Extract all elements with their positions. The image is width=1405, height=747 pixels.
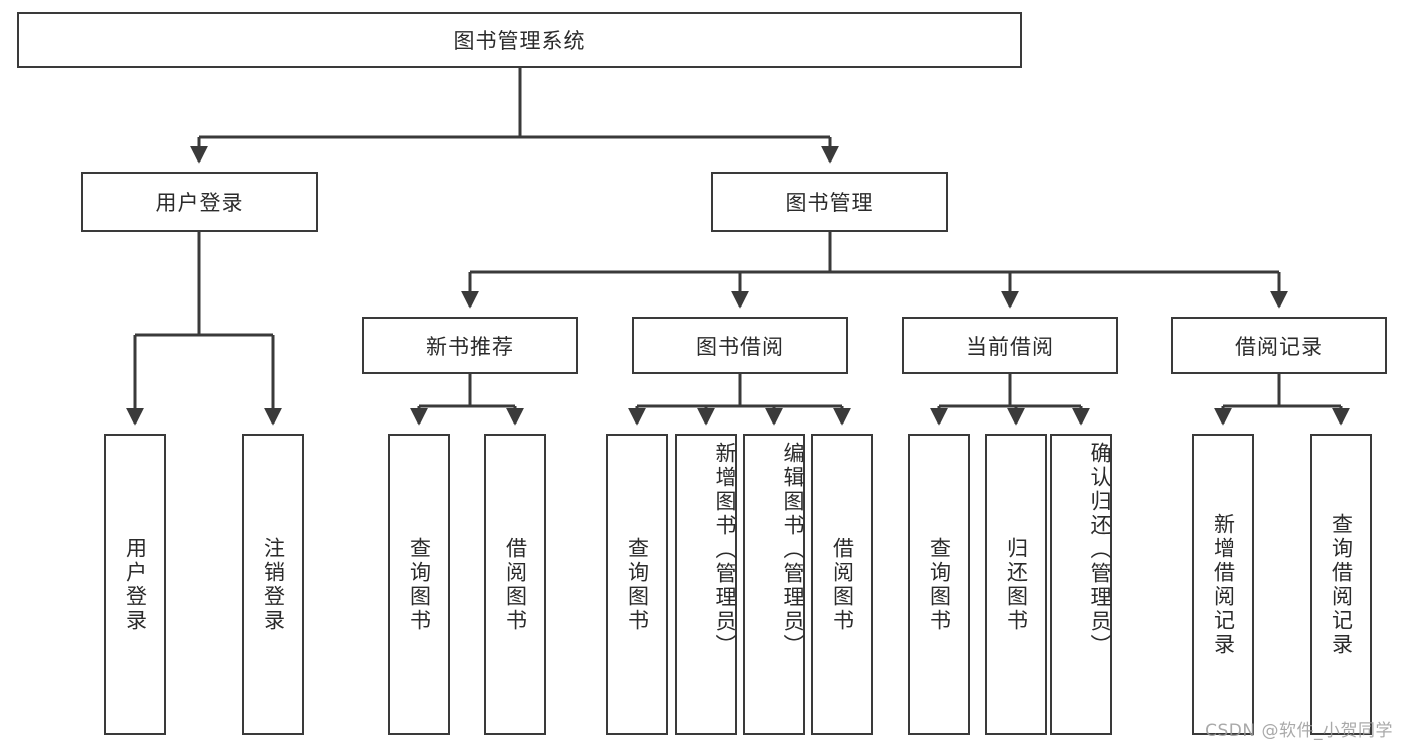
node-label: 图书管理系统 <box>453 29 586 53</box>
node-label: 新书推荐 <box>426 334 514 359</box>
node-label: 图书借阅 <box>696 334 784 359</box>
csdn-watermark: CSDN @软件_小贺同学 <box>1205 721 1393 741</box>
node-book-management[interactable]: 图书管理 <box>711 172 948 232</box>
node-user-login[interactable]: 用户登录 <box>81 172 318 232</box>
node-label: 用户登录 <box>155 191 244 215</box>
node-label: 借阅图书 <box>503 536 528 633</box>
node-label: 查询图书 <box>625 536 650 633</box>
node-leaf-confirm-return-admin[interactable]: 确认归还（管理员） <box>1050 434 1112 735</box>
node-leaf-edit-book-admin[interactable]: 编辑图书（管理员） <box>743 434 805 735</box>
node-borrow-record[interactable]: 借阅记录 <box>1171 317 1387 374</box>
node-label: 注销登录 <box>261 536 286 633</box>
node-label: 查询图书 <box>407 536 432 633</box>
node-leaf-user-login[interactable]: 用户登录 <box>104 434 166 735</box>
node-label: 用户登录 <box>123 536 148 633</box>
node-label: 借阅记录 <box>1235 334 1323 359</box>
node-label: 编辑图书（管理员） <box>781 442 805 658</box>
node-book-borrow[interactable]: 图书借阅 <box>632 317 848 374</box>
node-leaf-query-book-current[interactable]: 查询图书 <box>908 434 970 735</box>
node-label: 归还图书 <box>1004 536 1029 633</box>
node-leaf-query-borrow-record[interactable]: 查询借阅记录 <box>1310 434 1372 735</box>
node-system-root[interactable]: 图书管理系统 <box>17 12 1022 68</box>
node-label: 借阅图书 <box>830 536 855 633</box>
node-label: 当前借阅 <box>966 334 1054 359</box>
node-leaf-add-book-admin[interactable]: 新增图书（管理员） <box>675 434 737 735</box>
node-leaf-return-book[interactable]: 归还图书 <box>985 434 1047 735</box>
node-label: 新增图书（管理员） <box>713 442 737 658</box>
node-new-book-recommend[interactable]: 新书推荐 <box>362 317 578 374</box>
node-label: 查询借阅记录 <box>1329 512 1354 657</box>
node-label: 图书管理 <box>785 191 874 215</box>
node-label: 新增借阅记录 <box>1211 512 1236 657</box>
node-leaf-add-borrow-record[interactable]: 新增借阅记录 <box>1192 434 1254 735</box>
node-leaf-query-book-recommend[interactable]: 查询图书 <box>388 434 450 735</box>
node-leaf-borrow-book-recommend[interactable]: 借阅图书 <box>484 434 546 735</box>
node-current-borrow[interactable]: 当前借阅 <box>902 317 1118 374</box>
node-leaf-borrow-book[interactable]: 借阅图书 <box>811 434 873 735</box>
node-leaf-user-logout[interactable]: 注销登录 <box>242 434 304 735</box>
node-leaf-query-book-borrow[interactable]: 查询图书 <box>606 434 668 735</box>
node-label: 确认归还（管理员） <box>1088 442 1112 658</box>
node-label: 查询图书 <box>927 536 952 633</box>
